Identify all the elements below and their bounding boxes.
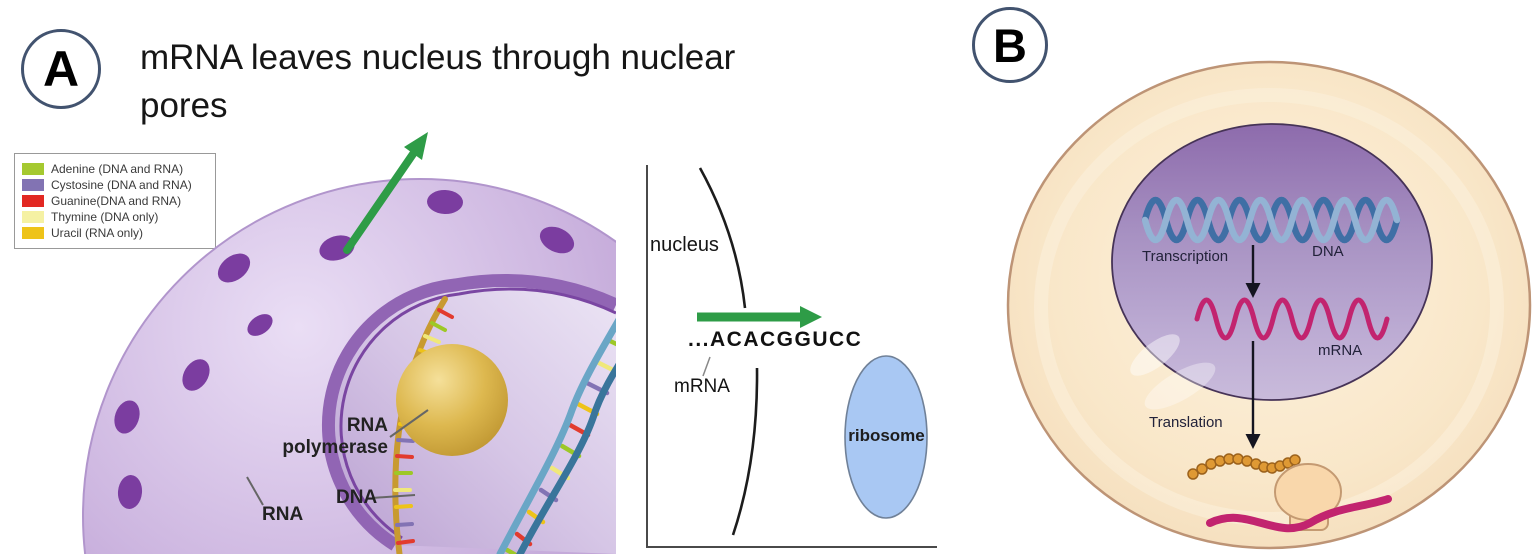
mrna-sequence: ...ACACGGUCC [688,328,863,351]
mrna-label-a: mRNA [674,376,730,397]
dna-label-b: DNA [1312,243,1344,260]
nuclear-membrane-upper-arc [698,167,747,309]
uracil-swatch-icon [22,227,44,239]
cutaway-rim-shadow [339,287,616,540]
panel-a-badge-letter: A [42,41,80,97]
base-color-legend: Adenine (DNA and RNA) Cystosine (DNA and… [14,153,216,249]
rna-label-a: RNA [262,504,304,525]
mrna-export-arrow [343,132,428,254]
mrna-label-b: mRNA [1318,342,1363,359]
thymine-swatch-icon [22,211,44,223]
panel-b-badge: B [972,7,1048,83]
adenine-swatch-icon [22,163,44,175]
export-schematic [646,165,937,548]
schematic-frame [646,165,937,548]
legend-item-uracil: Uracil (RNA only) [20,225,210,241]
legend-label: Adenine (DNA and RNA) [51,162,184,176]
transcription-arrow [1245,245,1261,298]
cytoplasmic-mrna-strand [1206,495,1392,533]
translation-arrow [1245,341,1261,449]
nucleus-cutaway-illustration [82,132,616,554]
nuclear-membrane-lower-arc [731,367,759,536]
legend-label: Uracil (RNA only) [51,226,144,240]
legend-label: Cystosine (DNA and RNA) [51,178,192,192]
rna-polymerase-sphere [396,344,508,456]
mrna-wave [1194,297,1390,341]
dna-helix-b [1141,196,1401,244]
nucleus-shine [1130,334,1180,376]
nucleus-label: nucleus [650,234,719,256]
legend-item-guanine: Guanine(DNA and RNA) [20,193,210,209]
cell-transcription-translation-illustration [1006,60,1532,550]
legend-item-thymine: Thymine (DNA only) [20,209,210,225]
nuclear-pores [114,189,575,509]
cytoplasm-highlight-ring [1034,88,1504,526]
legend-item-adenine: Adenine (DNA and RNA) [20,161,210,177]
legend-label: Guanine(DNA and RNA) [51,194,182,208]
transcription-label: Transcription [1142,248,1229,265]
cutaway-rim [321,274,616,551]
translation-label: Translation [1149,414,1223,431]
sequence-export-arrow [697,306,822,328]
panel-a-title: mRNA leaves nucleus through nuclear pore… [140,38,736,125]
label-connectors [246,409,429,506]
ribosome-label: ribosome [848,426,925,445]
legend-label: Thymine (DNA only) [51,210,159,224]
cystosine-swatch-icon [22,179,44,191]
protein-chain [1187,453,1301,480]
cell-nucleus [1111,123,1433,401]
dna-helix-graphic [496,317,616,554]
rna-polymerase-label: RNA polymerase [282,415,388,458]
legend-item-cystosine: Cystosine (DNA and RNA) [20,177,210,193]
panel-b-badge-letter: B [993,18,1027,72]
panel-a-badge: A [21,29,101,109]
guanine-swatch-icon [22,195,44,207]
dna-label-a: DNA [336,487,378,508]
mrna-pointer-line [702,356,711,377]
nucleus-shine [1144,362,1216,410]
ribosome-shape [844,355,928,519]
